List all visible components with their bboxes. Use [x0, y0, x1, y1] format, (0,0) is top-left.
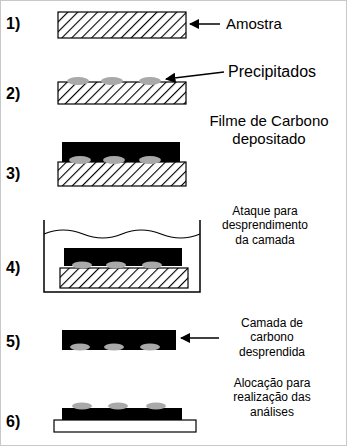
- precipitates: [67, 77, 161, 85]
- step-number: 1): [6, 14, 20, 33]
- step-number: 6): [6, 412, 20, 431]
- support-slide: [54, 420, 196, 432]
- part-label: Precipitados: [228, 62, 316, 81]
- sample-block: [60, 268, 188, 288]
- sample-block: [58, 162, 186, 186]
- step-number: 5): [6, 332, 20, 351]
- carbon-layer: [62, 330, 176, 350]
- part-label: Camada de carbono desprendida: [224, 316, 320, 359]
- step-note: Ataque para desprendimento da camada: [215, 204, 315, 247]
- step-number: 2): [6, 84, 20, 103]
- part-label: Filme de Carbono depositado: [196, 112, 342, 148]
- part-label: Amostra: [226, 15, 282, 33]
- sample-block: [58, 82, 186, 104]
- leader-arrow: [181, 337, 219, 339]
- precipitates: [72, 262, 162, 269]
- liquid-surface: [44, 230, 200, 238]
- precipitates: [69, 156, 161, 164]
- step-number: 4): [6, 258, 20, 277]
- precipitates: [72, 403, 166, 410]
- step-number: 3): [6, 164, 20, 183]
- carbon-layer: [62, 408, 182, 420]
- precipitates: [70, 344, 160, 351]
- step-note: Alocação para realização das análises: [212, 376, 332, 419]
- leader-arrow: [166, 72, 224, 79]
- leader-arrow: [190, 23, 220, 25]
- sample-block: [58, 12, 186, 38]
- etch-container: [44, 220, 200, 292]
